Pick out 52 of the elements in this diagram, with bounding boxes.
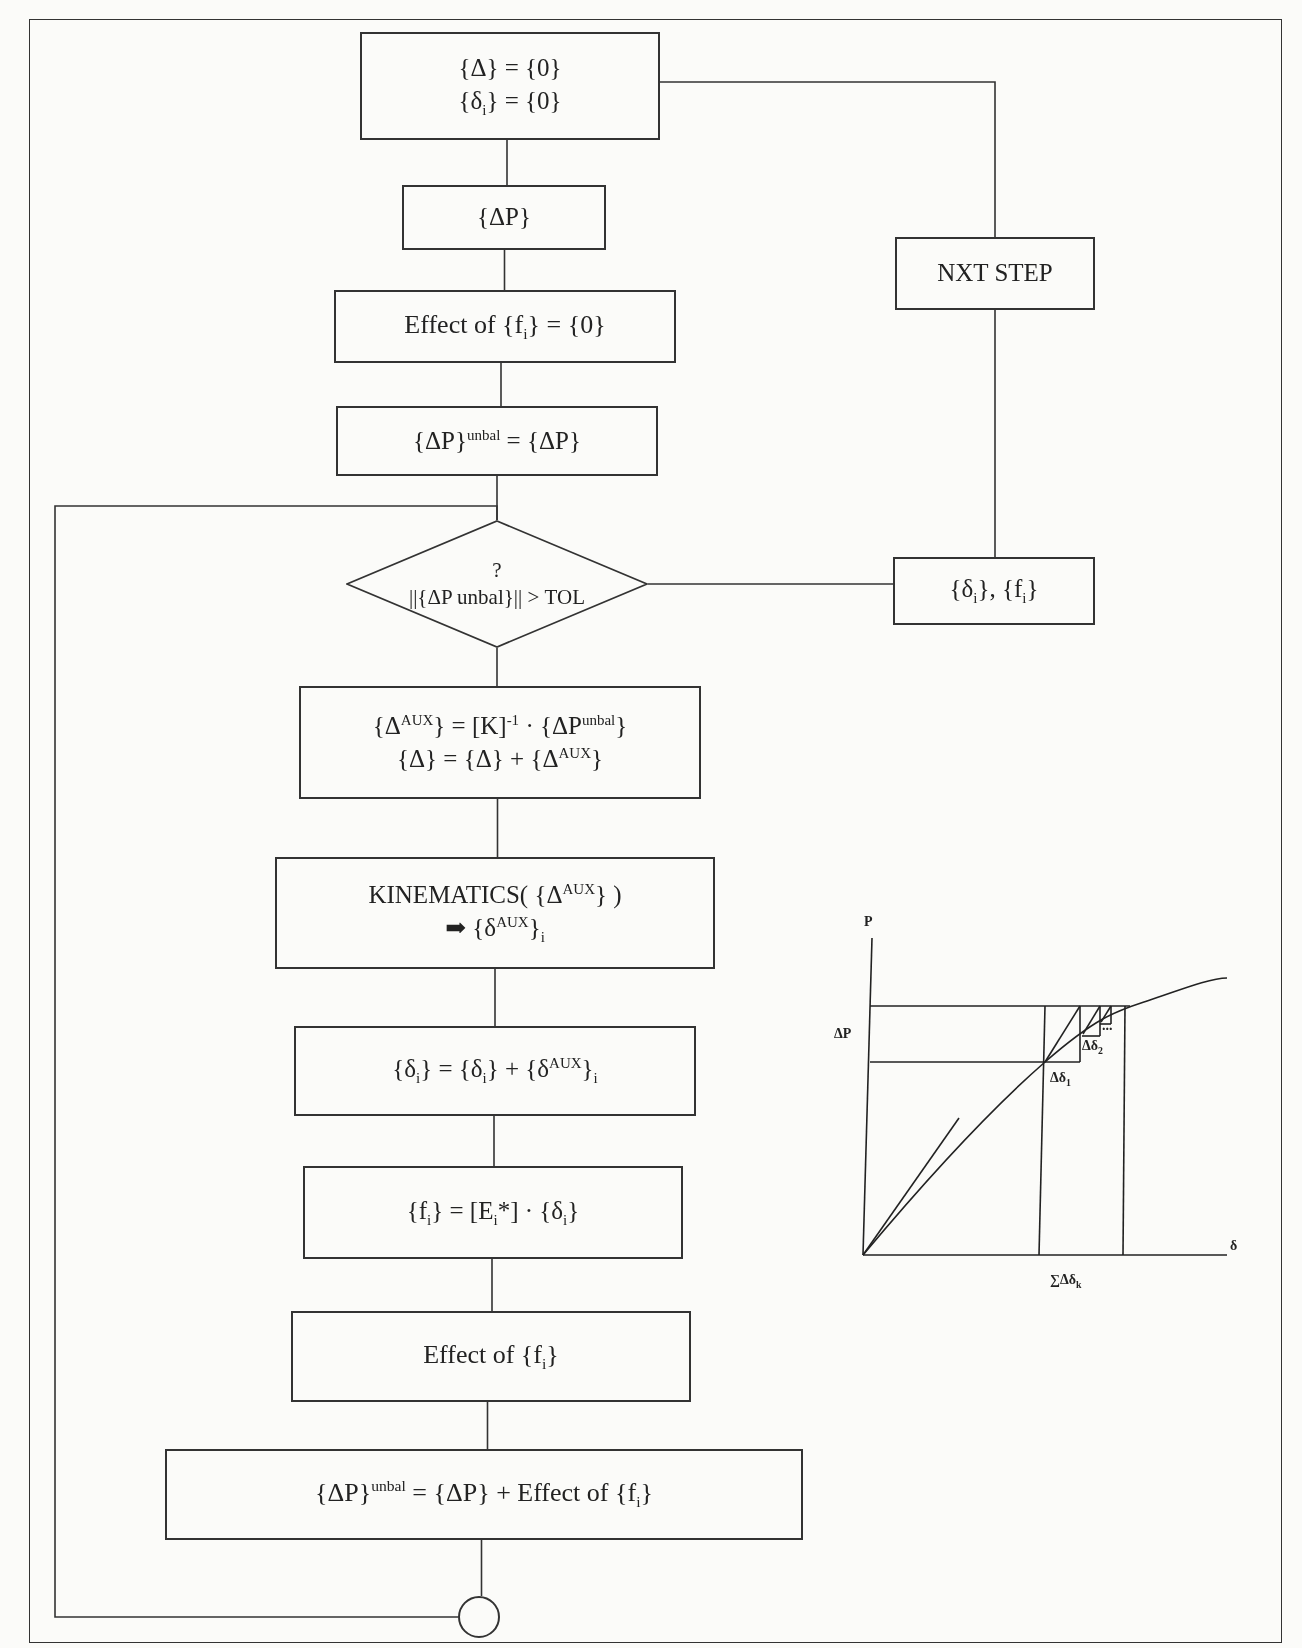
formula-text: {ΔP}$^{unbal}$ = {ΔP} [413,425,581,456]
axis-label: ... [1102,1018,1113,1034]
formula-text: {ΔP}$^{unbal}$ = {ΔP} + Effect of {f$_{i}$} [315,1476,653,1513]
connector-line [506,139,508,186]
process-box [360,32,660,140]
connector-line [994,309,996,558]
process-box [303,1166,683,1259]
process-box [895,237,1095,310]
formula-text: {ΔP} [477,202,531,233]
connector-line [496,647,498,687]
connector-line [493,1115,495,1167]
process-box [336,406,658,476]
formula-text: {f$_{i}$} = [E$_{i}$*] · {δ$_{i}$} [406,1195,580,1230]
process-box [165,1449,803,1540]
process-box [275,857,715,969]
connector-line [491,1258,493,1312]
process-box [893,557,1095,625]
axis-label: P [864,914,873,930]
formula-text: ||{ΔP unbal}|| > TOL [408,584,586,611]
formula-text: Effect of {f$_{i}$} = {0} [404,309,606,345]
formula-text: {δ$_{i}$}, {f$_{i}$} [949,574,1039,609]
connector-line [659,81,996,238]
axis-label: ΔP [834,1026,852,1042]
axis-label: ∑Δδ$_{k}$ [1050,1272,1082,1290]
formula-text: {δ$_{i}$} = {δ$_{i}$} + {δ$^{AUX}$}$_{i}$ [392,1053,598,1089]
formula-text: {δ$_{i}$} = {0} [458,85,562,120]
decision-diamond [346,520,648,648]
connector-line [494,968,496,1027]
formula-text: {Δ$^{AUX}$} = [K]$^{-1}$ · {ΔP$^{unbal}$} [372,710,628,741]
connector-line [647,583,894,585]
axis-label: Δδ$_{1}$ [1050,1070,1071,1088]
formula-text: {Δ} = {Δ} + {Δ$^{AUX}$} [397,743,603,774]
connector-line [486,1401,489,1450]
process-box [291,1311,691,1402]
connector-line [496,798,499,858]
connector-line [480,1539,483,1597]
formula-text: KINEMATICS( {Δ$^{AUX}$} ) [368,879,622,911]
axis-label: Δδ$_{2}$ [1082,1038,1103,1056]
formula-text: NXT STEP [937,258,1053,289]
formula-text: Effect of {f$_{i}$} [423,1339,559,1375]
formula-text: ? [492,556,502,584]
formula-text: ➡ {δ$^{AUX}$}$_{i}$ [445,912,545,947]
axis-label: δ [1230,1238,1238,1254]
process-box [299,686,701,799]
connector-circle [458,1596,500,1638]
process-box [334,290,676,363]
connector-line [500,362,502,407]
connector-line [54,505,498,1618]
connector-line [503,249,506,291]
formula-text: {Δ} = {0} [458,53,562,83]
process-box [402,185,606,250]
process-box [294,1026,696,1116]
